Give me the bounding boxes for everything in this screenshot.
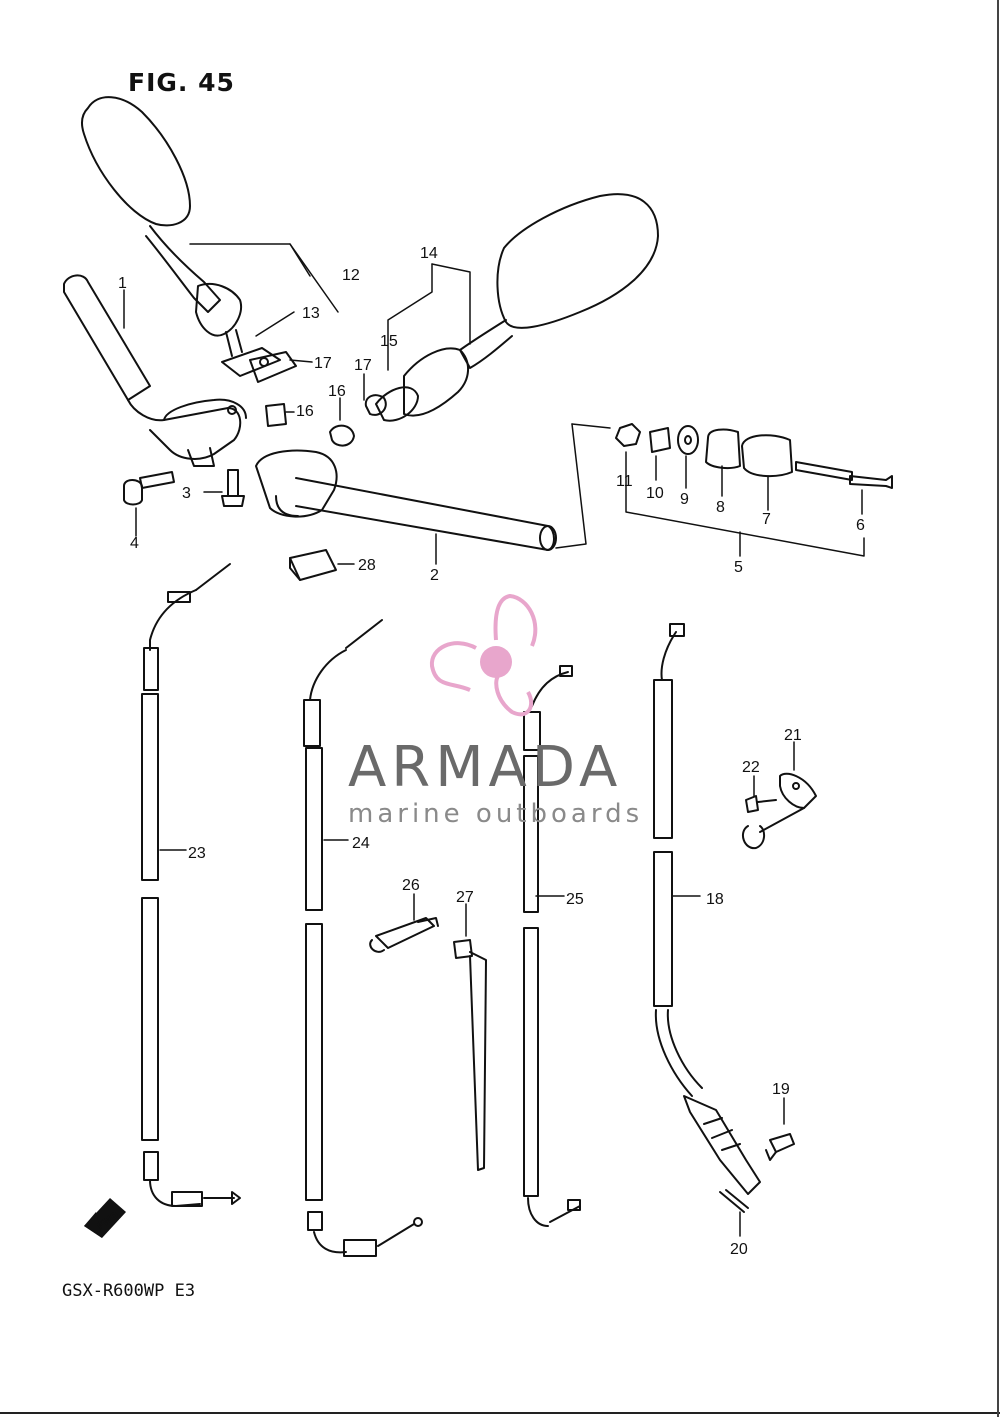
cable-24 xyxy=(303,619,423,1257)
callout-10: 10 xyxy=(646,485,664,502)
left-handlebar xyxy=(63,274,247,467)
cable-23 xyxy=(141,563,241,1207)
bolt-4 xyxy=(123,471,175,506)
callout-5: 5 xyxy=(734,559,743,576)
callout-19: 19 xyxy=(772,1081,790,1098)
callout-7: 7 xyxy=(762,511,771,528)
callout-28: 28 xyxy=(358,557,376,574)
callout-26: 26 xyxy=(402,877,420,894)
page-border-right xyxy=(997,0,999,1417)
callout-4: 4 xyxy=(130,535,139,552)
tie-27 xyxy=(453,939,487,1171)
bracket-21 xyxy=(741,772,817,850)
callout-18: 18 xyxy=(706,891,724,908)
callout-16: 16 xyxy=(296,403,314,420)
bolt-3 xyxy=(221,469,245,507)
callout-24: 24 xyxy=(352,835,370,852)
watermark-tagline: marine outboards xyxy=(348,799,643,829)
callout-1: 1 xyxy=(118,275,127,292)
pin-19 xyxy=(765,1133,795,1161)
callout-12: 12 xyxy=(342,267,360,284)
clamp-26 xyxy=(369,917,439,953)
callout-2: 2 xyxy=(430,567,439,584)
callout-14: 14 xyxy=(420,245,438,262)
figure-title: FIG. 45 xyxy=(128,68,235,97)
forward-arrow-icon: FWD xyxy=(84,1198,126,1238)
propeller-icon xyxy=(429,593,538,717)
cotter-pin-20 xyxy=(719,1189,749,1213)
bar-end-weight-assembly xyxy=(615,423,893,489)
callout-20: 20 xyxy=(730,1241,748,1258)
callout-17: 17 xyxy=(354,357,372,374)
callout-27: 27 xyxy=(456,889,474,906)
cable-25 xyxy=(523,665,581,1227)
callout-22: 22 xyxy=(742,759,760,776)
callout-6: 6 xyxy=(856,517,865,534)
callout-11: 11 xyxy=(616,473,633,490)
callout-3: 3 xyxy=(182,485,191,502)
callout-23: 23 xyxy=(188,845,206,862)
callout-13: 13 xyxy=(302,305,320,322)
watermark-brand: ARMADA xyxy=(348,735,622,800)
model-code: GSX-R600WP E3 xyxy=(62,1281,196,1301)
page-border-bottom xyxy=(0,1412,1000,1414)
mirror-mount-plates xyxy=(221,347,419,447)
leader-lines xyxy=(123,243,865,1237)
right-handlebar xyxy=(255,449,557,551)
callout-17: 17 xyxy=(314,355,332,372)
right-mirror xyxy=(403,193,659,417)
callout-25: 25 xyxy=(566,891,584,908)
pad-28 xyxy=(289,549,337,581)
callout-8: 8 xyxy=(716,499,725,516)
cable-18 xyxy=(653,623,761,1195)
callout-15: 15 xyxy=(380,333,398,350)
callout-21: 21 xyxy=(784,727,802,744)
bolt-22 xyxy=(745,795,777,813)
callout-9: 9 xyxy=(680,491,689,508)
left-mirror xyxy=(80,96,243,357)
callout-16: 16 xyxy=(328,383,346,400)
